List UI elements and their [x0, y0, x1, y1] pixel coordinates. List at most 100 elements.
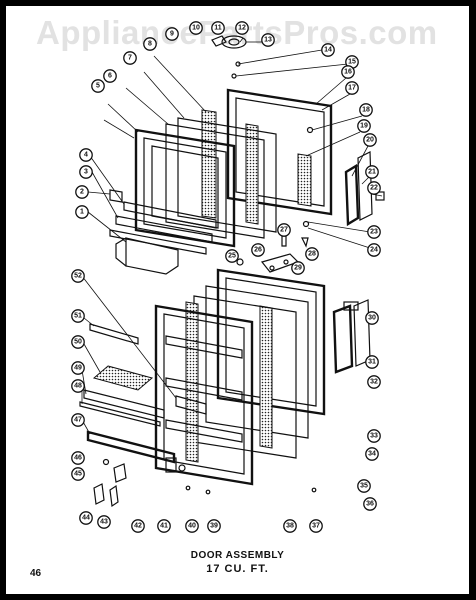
callout-13: 13: [261, 33, 275, 47]
svg-text:2: 2: [80, 189, 84, 196]
refrigerator-door-handle: [332, 304, 354, 374]
freezer-door-shelf-bar: [123, 201, 217, 229]
callout-43: 43: [97, 515, 111, 529]
svg-text:34: 34: [368, 451, 376, 458]
svg-text:24: 24: [370, 247, 378, 254]
svg-text:26: 26: [254, 247, 262, 254]
svg-text:45: 45: [74, 471, 82, 478]
callout-2: 2: [75, 185, 89, 199]
callout-35: 35: [357, 479, 371, 493]
svg-text:3: 3: [84, 169, 88, 176]
svg-text:51: 51: [74, 313, 82, 320]
callout-49: 49: [71, 361, 85, 375]
callout-31: 31: [365, 355, 379, 369]
egg-tray: [92, 365, 154, 391]
svg-text:25: 25: [228, 253, 236, 260]
callout-33: 33: [367, 429, 381, 443]
freezer-door-insulation: [201, 109, 217, 219]
svg-text:22: 22: [370, 185, 378, 192]
svg-text:32: 32: [370, 379, 378, 386]
callout-29: 29: [291, 261, 305, 275]
svg-text:4: 4: [84, 152, 88, 159]
svg-text:50: 50: [74, 339, 82, 346]
svg-text:7: 7: [128, 55, 132, 62]
callout-1: 1: [75, 205, 89, 219]
svg-text:42: 42: [134, 523, 142, 530]
callout-9: 9: [165, 27, 179, 41]
door-shelf-bar-upper: [83, 389, 165, 419]
refrigerator-door-insulation: [185, 301, 199, 463]
freezer-door-liner: [134, 128, 236, 248]
svg-text:15: 15: [348, 59, 356, 66]
svg-text:14: 14: [324, 47, 332, 54]
callout-45: 45: [71, 467, 85, 481]
bottom-hinge-pin: [165, 457, 177, 473]
callout-37: 37: [309, 519, 323, 533]
refrigerator-door-liner: [154, 304, 254, 486]
svg-text:40: 40: [188, 523, 196, 530]
svg-text:47: 47: [74, 417, 82, 424]
handle-screw-cover: [375, 191, 385, 201]
callout-23: 23: [367, 225, 381, 239]
svg-text:43: 43: [100, 519, 108, 526]
parts-diagram-sheet: AppliancePartsPros.com: [6, 6, 469, 594]
callout-41: 41: [157, 519, 171, 533]
butter-compartment-door: [175, 395, 207, 415]
callout-6: 6: [103, 69, 117, 83]
callout-38: 38: [283, 519, 297, 533]
callout-16: 16: [341, 65, 355, 79]
page-number: 46: [30, 568, 42, 579]
svg-text:48: 48: [74, 383, 82, 390]
svg-text:36: 36: [366, 501, 374, 508]
callout-52: 52: [71, 269, 85, 283]
svg-text:39: 39: [210, 523, 218, 530]
svg-text:41: 41: [160, 523, 168, 530]
callout-25: 25: [225, 249, 239, 263]
svg-text:35: 35: [360, 483, 368, 490]
shelf-clip: [109, 189, 123, 203]
callout-7: 7: [123, 51, 137, 65]
callout-8: 8: [143, 37, 157, 51]
callout-26: 26: [251, 243, 265, 257]
callout-5: 5: [91, 79, 105, 93]
svg-text:20: 20: [366, 137, 374, 144]
svg-text:52: 52: [74, 273, 82, 280]
svg-text:17: 17: [348, 85, 356, 92]
freezer-door-outer-panel: [226, 88, 333, 216]
callout-27: 27: [277, 223, 291, 237]
callout-24: 24: [367, 243, 381, 257]
callout-36: 36: [363, 497, 377, 511]
callout-10: 10: [189, 21, 203, 35]
callout-44: 44: [79, 511, 93, 525]
svg-text:1: 1: [80, 209, 84, 216]
svg-text:13: 13: [264, 37, 272, 44]
handle-trim-cap: [343, 301, 359, 311]
diagram-caption-title: DOOR ASSEMBLY: [190, 550, 285, 561]
freezer-door-gasket-strip: [245, 123, 259, 225]
svg-text:10: 10: [192, 25, 200, 32]
freezer-door-handle: [344, 163, 360, 227]
callout-39: 39: [207, 519, 221, 533]
callout-47: 47: [71, 413, 85, 427]
callout-30: 30: [365, 311, 379, 325]
svg-text:21: 21: [368, 169, 376, 176]
callout-17: 17: [345, 81, 359, 95]
svg-text:33: 33: [370, 433, 378, 440]
callout-34: 34: [365, 447, 379, 461]
svg-text:27: 27: [280, 227, 288, 234]
callout-28: 28: [305, 247, 319, 261]
bottom-hinge: [113, 463, 127, 483]
leader-lines: [81, 37, 383, 435]
svg-text:31: 31: [368, 359, 376, 366]
svg-text:46: 46: [74, 455, 82, 462]
callout-21: 21: [365, 165, 379, 179]
callout-46: 46: [71, 451, 85, 465]
dairy-door-bar: [89, 323, 139, 345]
svg-text:9: 9: [170, 31, 174, 38]
diagram-caption-subtitle: 17 CU. FT.: [206, 563, 269, 575]
svg-text:5: 5: [96, 83, 100, 90]
callout-32: 32: [367, 375, 381, 389]
svg-text:29: 29: [294, 265, 302, 272]
svg-text:30: 30: [368, 315, 376, 322]
svg-text:16: 16: [344, 69, 352, 76]
